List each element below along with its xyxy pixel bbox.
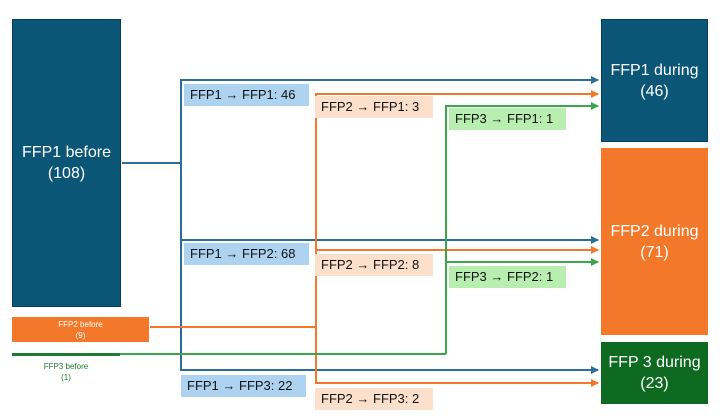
ffp3-during-box: FFP 3 during (23) [601, 342, 708, 404]
ffp1-before-title: FFP1 before [22, 144, 111, 161]
flow-label-ffp1-ffp3: FFP1 → FFP3: 22 [181, 375, 306, 397]
ffp1-during-title: FFP1 during [610, 61, 699, 79]
ffp2-before-title: FFP2 before [58, 319, 103, 329]
flow-line-ffp1-ffp1 [180, 76, 599, 163]
flow-line-ffp1-ffp3 [180, 240, 599, 374]
ffp2-during-box: FFP2 during (71) [601, 148, 708, 335]
ffp2-during-count: (71) [640, 243, 669, 261]
flow-line-ffp3-ffp1 [445, 102, 599, 354]
flow-label-ffp2-ffp1: FFP2 → FFP1: 3 [315, 96, 433, 118]
flow-label-ffp1-ffp2: FFP1 → FFP2: 68 [184, 243, 309, 265]
flow-label-ffp1-ffp1: FFP1 → FFP1: 46 [184, 84, 309, 106]
ffp2-during-title: FFP2 during [610, 222, 699, 240]
ffp1-before-count: (108) [47, 165, 86, 182]
ffp3-during-title: FFP 3 during [608, 354, 701, 371]
ffp1-before-box: FFP1 before (108) [12, 19, 121, 307]
flow-label-ffp2-ffp3: FFP2 → FFP3: 2 [315, 388, 433, 410]
ffp3-before-count: (1) [61, 373, 71, 382]
ffp3-before-label: FFP3 before (1) [12, 361, 120, 383]
ffp2-before-box: FFP2 before (9) [12, 317, 149, 342]
flow-line-ffp2-ffp3 [315, 327, 599, 387]
ffp1-during-box: FFP1 during (46) [601, 19, 708, 142]
ffp3-before-title: FFP3 before [43, 362, 89, 371]
flow-line-ffp1-ffp2 [180, 163, 599, 244]
ffp2-before-count: (9) [75, 330, 86, 340]
ffp1-during-count: (46) [640, 82, 669, 100]
ffp3-before-bar [12, 353, 120, 356]
flow-label-ffp2-ffp2: FFP2 → FFP2: 8 [315, 254, 433, 276]
flow-label-ffp3-ffp2: FFP3 → FFP2: 1 [449, 266, 566, 288]
ffp3-during-count: (23) [640, 375, 669, 392]
flow-label-ffp3-ffp1: FFP3 → FFP1: 1 [449, 108, 566, 130]
